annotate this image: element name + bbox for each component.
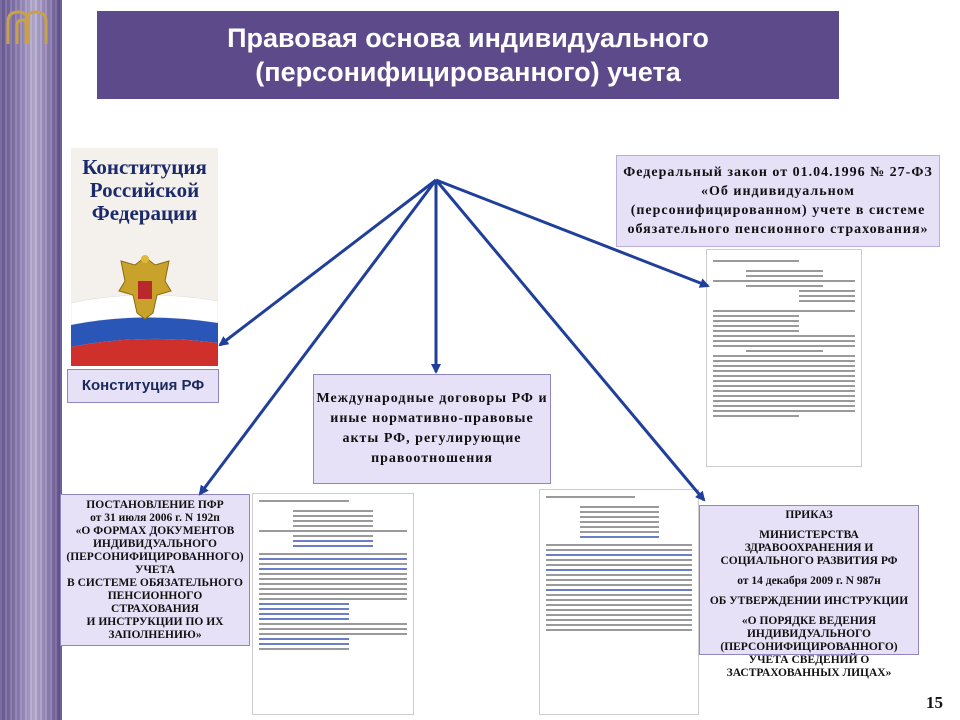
pfr-resolution-document-thumbnail xyxy=(252,493,414,715)
book-title-line: Российской xyxy=(89,178,200,202)
federal-law-text: Федеральный закон от 01.04.1996 № 27-ФЗ … xyxy=(623,165,933,237)
box-line: ЗАПОЛНЕНИЮ» xyxy=(108,629,202,641)
russian-flag-image xyxy=(71,294,218,366)
title-line-1: Правовая основа индивидуального xyxy=(227,23,709,53)
box-line: ПОСТАНОВЛЕНИЕ ПФР xyxy=(86,499,224,511)
slide-title: Правовая основа индивидуального (персони… xyxy=(97,11,839,99)
box-line: МИНИСТЕРСТВА xyxy=(759,529,859,541)
box-line: ПРИКАЗ xyxy=(785,509,833,521)
arrow-to-constitution xyxy=(218,178,437,347)
federal-law-document-thumbnail xyxy=(706,249,862,467)
box-line: СОЦИАЛЬНОГО РАЗВИТИЯ РФ xyxy=(720,555,898,567)
international-acts-text: Международные договоры РФ и иные нормати… xyxy=(316,391,548,466)
box-line: ИНДИВИДУАЛЬНОГО xyxy=(746,628,871,640)
title-line-2: (персонифицированного) учета xyxy=(255,57,681,87)
box-line: УЧЕТА xyxy=(135,564,175,576)
box-line: (ПЕРСОНИФИЦИРОВАННОГО) xyxy=(66,551,244,563)
box-line: (ПЕРСОНИФИЦИРОВАННОГО) xyxy=(720,641,898,653)
box-line: И ИНСТРУКЦИИ ПО ИХ xyxy=(86,616,224,628)
box-line: ИНДИВИДУАЛЬНОГО xyxy=(92,538,217,550)
box-line: ПЕНСИОННОГО xyxy=(107,590,203,602)
federal-law-box: Федеральный закон от 01.04.1996 № 27-ФЗ … xyxy=(616,155,940,247)
line-gap xyxy=(700,588,918,595)
box-line: от 14 декабря 2009 г. N 987н xyxy=(737,575,881,587)
box-line: СТРАХОВАНИЯ xyxy=(111,603,199,615)
box-line: ЗАСТРАХОВАННЫХ ЛИЦАХ» xyxy=(726,667,892,679)
box-line: ЗДРАВООХРАНЕНИЯ И xyxy=(744,542,874,554)
line-gap xyxy=(700,568,918,575)
line-gap xyxy=(700,608,918,615)
line-gap xyxy=(700,522,918,529)
box-line: ОБ УТВЕРЖДЕНИИ ИНСТРУКЦИИ xyxy=(709,595,909,607)
constitution-book-image: Конституция Российской Федерации xyxy=(71,148,218,366)
book-title-line: Федерации xyxy=(91,201,198,225)
box-line: УЧЕТА СВЕДЕНИЙ О xyxy=(748,654,870,666)
book-title-line: Конституция xyxy=(82,155,207,179)
decorative-side-strip xyxy=(0,0,62,720)
box-line: «О ФОРМАХ ДОКУМЕНТОВ xyxy=(75,525,235,537)
coat-of-arms-icon xyxy=(118,255,172,320)
book-title: Конституция Российской Федерации xyxy=(71,156,218,225)
page-number: 15 xyxy=(926,693,943,712)
box-line: от 31 июля 2006 г. N 192п xyxy=(90,512,220,524)
constitution-label-box: Конституция РФ xyxy=(67,369,219,403)
box-line: «О ПОРЯДКЕ ВЕДЕНИЯ xyxy=(741,615,877,627)
box-line: В СИСТЕМЕ ОБЯЗАТЕЛЬНОГО xyxy=(67,577,243,589)
ministry-order-document-thumbnail xyxy=(539,489,699,715)
pfr-logo-icon xyxy=(6,10,48,44)
international-acts-box: Международные договоры РФ и иные нормати… xyxy=(313,374,551,484)
